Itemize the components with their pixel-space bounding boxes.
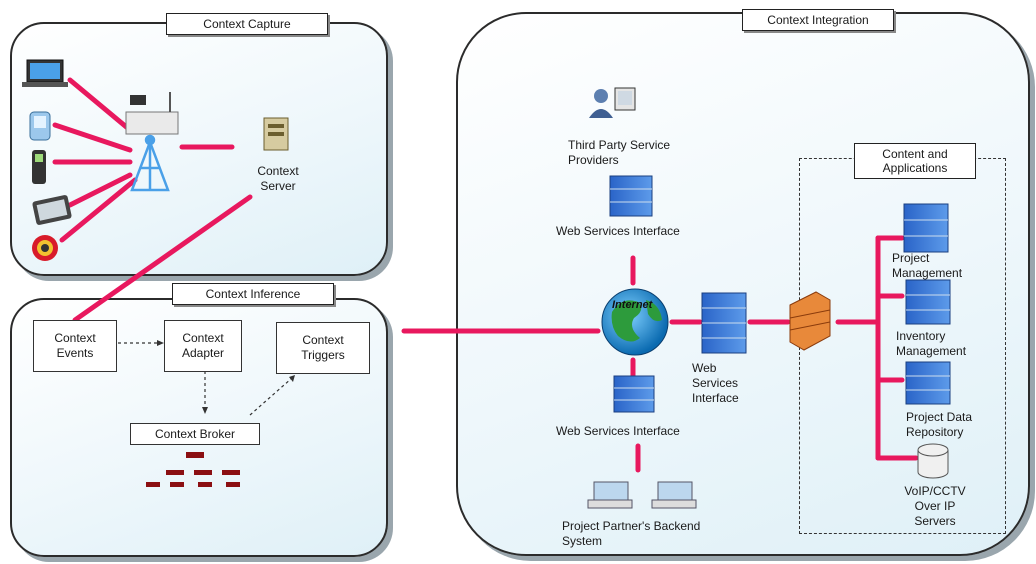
device-links: [52, 77, 919, 473]
server-icon-data-repository: [905, 361, 951, 405]
web-services-right-label: Web Services Interface: [692, 361, 739, 405]
context-events-box: Context Events: [33, 320, 117, 372]
third-party-label: Third Party Service Providers: [568, 138, 671, 167]
firewall-icon: [789, 291, 831, 351]
context-integration-title: Context Integration: [742, 9, 894, 31]
laptop-icon: [22, 59, 68, 87]
server-icon-top: [609, 175, 653, 217]
context-server-label: Context Server: [257, 164, 299, 193]
wifi-router-icon: [125, 92, 179, 135]
context-triggers-box: Context Triggers: [276, 322, 370, 374]
web-services-bottom-label: Web Services Interface: [556, 424, 680, 438]
context-inference-title: Context Inference: [172, 283, 334, 305]
pda-icon: [29, 111, 51, 141]
app-inventory-management-label: Inventory Management: [896, 329, 967, 358]
cell-tower-icon: [130, 134, 170, 192]
partner-computers-icon: [587, 481, 697, 509]
app-voip-cctv-label: VoIP/CCTV Over IP Servers: [904, 484, 966, 528]
user-computer-icon: [589, 87, 636, 118]
inference-arrows: [118, 342, 293, 416]
server-icon-bottom: [613, 375, 655, 413]
context-adapter-box: Context Adapter: [164, 320, 242, 372]
camera-icon: [32, 235, 58, 261]
server-icon-inventory: [905, 279, 951, 325]
app-project-data-repository-label: Project Data Repository: [906, 410, 973, 439]
context-server-icon: [263, 117, 289, 151]
mobile-phone-icon: [32, 150, 46, 184]
context-capture-title: Context Capture: [166, 13, 328, 35]
tablet-icon: [32, 195, 72, 225]
web-services-top-label: Web Services Interface: [556, 224, 680, 238]
context-broker-label: Context Broker: [130, 423, 260, 445]
database-icon: [917, 443, 949, 479]
content-applications-title: Content and Applications: [854, 143, 976, 179]
server-icon-right: [701, 292, 747, 354]
server-icon-project-management: [903, 203, 949, 253]
partner-backend-label: Project Partner's Backend System: [562, 519, 701, 548]
org-chart-icon: [146, 452, 240, 487]
internet-text: Internet: [612, 299, 654, 311]
internet-globe-icon: Internet: [601, 288, 669, 356]
app-project-management-label: Project Management: [892, 251, 963, 280]
